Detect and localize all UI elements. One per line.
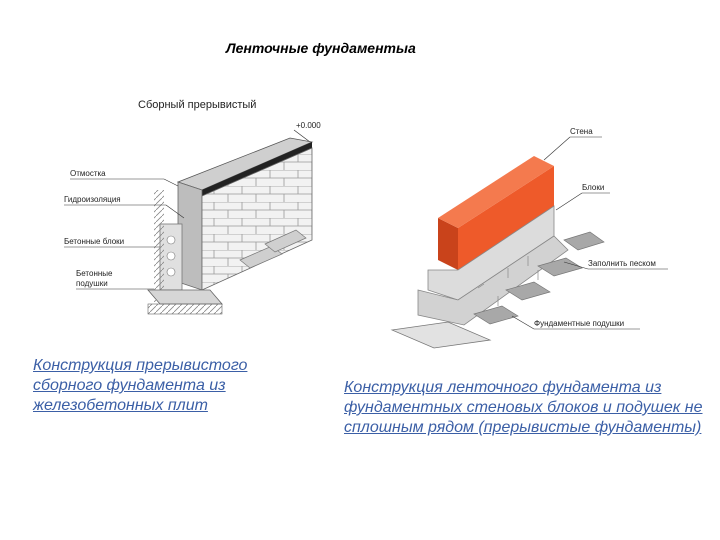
left-caption-link[interactable]: Конструкция прерывистого сборного фундам…	[33, 357, 248, 414]
page-title: Ленточные фундаментыа	[226, 40, 416, 56]
wall-top	[438, 156, 554, 228]
ground-hatch	[154, 190, 164, 302]
block-row-2	[417, 235, 569, 326]
label-fundamentnye-podushki: Фундаментные подушки	[534, 319, 624, 328]
label-betonnye-podushki: Бетонные	[76, 269, 113, 278]
label-zapolnit-peskom: Заполнить песком	[588, 259, 656, 268]
right-foundation-diagram: Стена Блоки Заполнить песком Фундаментны…	[390, 127, 668, 349]
level-leader	[293, 129, 311, 143]
left-heading: Сборный прерывистый	[138, 99, 256, 111]
label-otmostka: Отмостка	[70, 169, 106, 178]
foundation-cushion	[147, 289, 223, 305]
cushion	[537, 257, 583, 277]
base-cushion	[390, 321, 492, 349]
wall-bricks	[201, 147, 313, 291]
cushion	[505, 281, 551, 301]
cushion	[563, 231, 605, 251]
label-betonnye-bloki: Бетонные блоки	[64, 237, 124, 246]
right-caption-link[interactable]: Конструкция ленточного фундамента из фун…	[344, 379, 703, 436]
cushion-row	[264, 229, 307, 253]
label-bloki: Блоки	[582, 183, 604, 192]
label-betonnye-podushki-2: подушки	[76, 279, 108, 288]
label-stena: Стена	[570, 127, 593, 136]
label-gidroizolyaciya: Гидроизоляция	[64, 195, 121, 204]
wall-front	[438, 218, 458, 270]
cushion-row	[239, 245, 283, 269]
level-mark: +0.000	[296, 121, 321, 130]
left-foundation-diagram: Сборный прерывистый +0.000 Отмостка Гидр…	[64, 99, 321, 315]
wall-side	[458, 166, 554, 270]
cushion	[473, 305, 519, 325]
